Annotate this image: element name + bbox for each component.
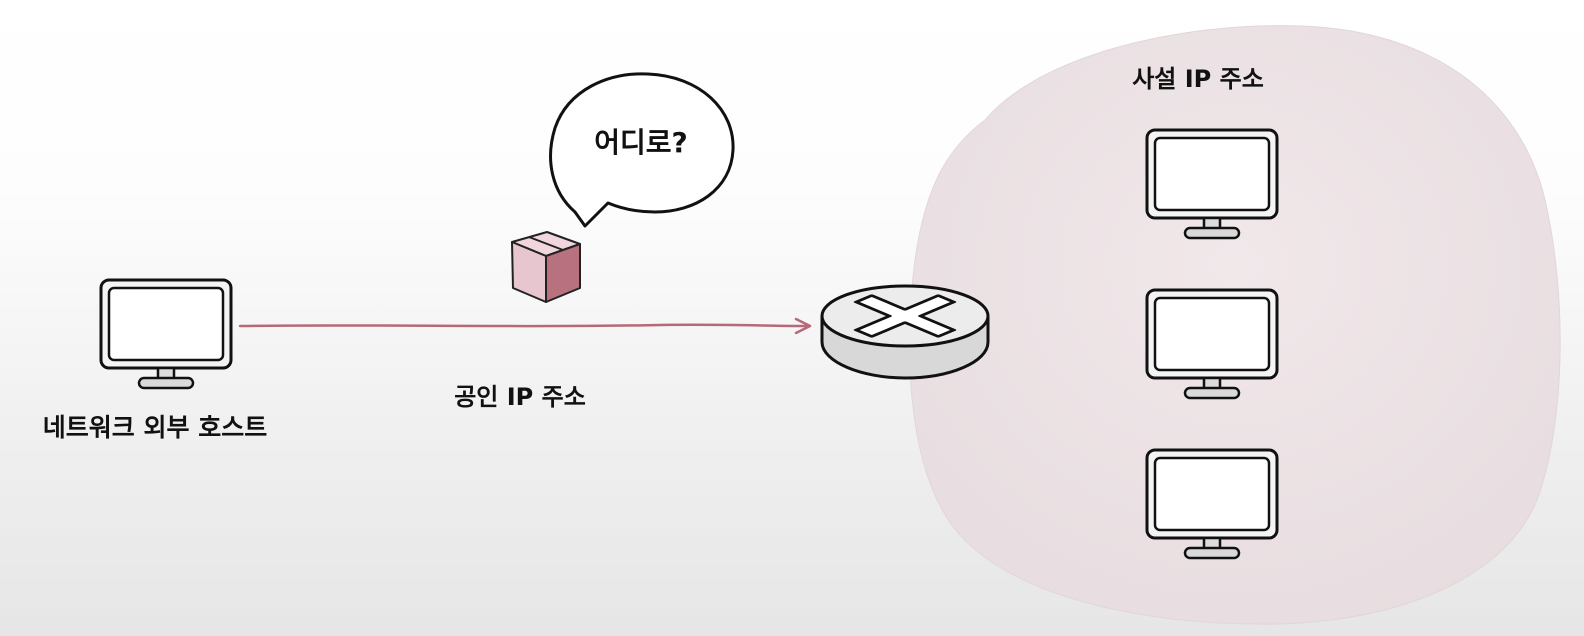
- private-ip-label: 사설 IP 주소: [1132, 65, 1264, 93]
- speech-bubble-text: 어디로?: [594, 126, 688, 159]
- external-host-monitor-icon: [99, 278, 233, 390]
- link-line: [238, 323, 808, 328]
- speech-bubble: 어디로?: [549, 72, 735, 228]
- arrow-head-icon: [794, 317, 812, 335]
- router-icon: [820, 284, 990, 380]
- external-host-label: 네트워크 외부 호스트: [43, 413, 267, 442]
- public-ip-label: 공인 IP 주소: [454, 383, 586, 411]
- packet-box-icon: [511, 231, 581, 303]
- public-link-arrow: [238, 317, 812, 335]
